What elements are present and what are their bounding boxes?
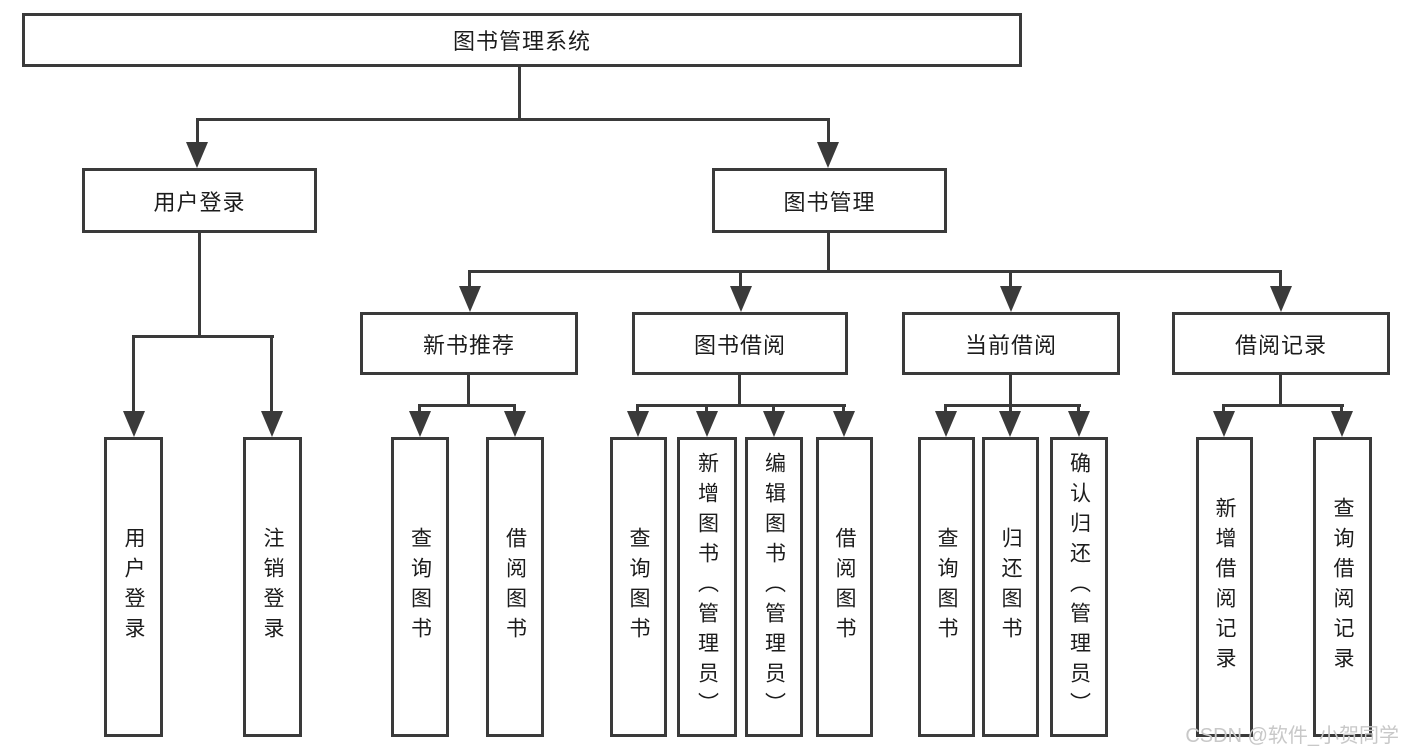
node-current-borrow: 当前借阅 [902, 312, 1120, 375]
connector-bookmgmt-drop [468, 270, 471, 290]
node-borrow-records-label: 借阅记录 [1234, 332, 1327, 358]
arrow-down-icon [1213, 411, 1235, 437]
leaf-rec-query-books: 查询图书 [391, 437, 449, 737]
node-current-borrow-label: 当前借阅 [964, 332, 1057, 358]
leaf-confirm-return-admin: 确认归还（管理员） [1050, 437, 1108, 737]
arrow-down-icon [833, 411, 855, 437]
leaf-query-borrow-record: 查询借阅记录 [1313, 437, 1372, 737]
node-new-book-rec-label: 新书推荐 [422, 332, 515, 358]
connector-root-bar [196, 118, 830, 121]
arrow-down-icon [261, 411, 283, 437]
leaf-add-book-admin: 新增图书（管理员） [677, 437, 737, 737]
connector-borrow-stem [738, 375, 741, 406]
arrow-down-icon [459, 286, 481, 312]
connector-current-bar [944, 404, 1081, 407]
connector-borrow-drop [636, 404, 639, 415]
node-user-login: 用户登录 [82, 168, 317, 233]
arrow-down-icon [1270, 286, 1292, 312]
connector-bookmgmt-bar [468, 270, 1281, 273]
node-book-borrow: 图书借阅 [632, 312, 848, 375]
arrow-down-icon [999, 411, 1021, 437]
connector-current-drop [944, 404, 947, 415]
connector-current-stem [1009, 375, 1012, 406]
node-root-label: 图书管理系统 [452, 29, 591, 54]
leaf-user-login: 用户登录 [104, 437, 163, 737]
leaf-return-book: 归还图书 [982, 437, 1039, 737]
leaf-rec-borrow-books-label: 借阅图书 [503, 527, 527, 647]
leaf-user-login-label: 用户登录 [122, 527, 145, 647]
arrow-down-icon [763, 411, 785, 437]
node-borrow-records: 借阅记录 [1172, 312, 1390, 375]
connector-userlogin-stem [198, 233, 201, 337]
leaf-return-book-label: 归还图书 [999, 527, 1022, 647]
leaf-add-borrow-record: 新增借阅记录 [1196, 437, 1253, 737]
arrow-down-icon [627, 411, 649, 437]
connector-records-stem [1279, 375, 1282, 406]
arrow-down-icon [696, 411, 718, 437]
connector-bookmgmt-stem [827, 233, 830, 272]
node-new-book-rec: 新书推荐 [360, 312, 578, 375]
connector-rec-drop [418, 404, 421, 415]
connector-rec-stem [467, 375, 470, 406]
connector-rec-drop [513, 404, 516, 415]
node-book-mgmt-label: 图书管理 [783, 189, 876, 215]
leaf-current-query-books: 查询图书 [918, 437, 975, 737]
node-book-mgmt: 图书管理 [712, 168, 947, 233]
leaf-logout: 注销登录 [243, 437, 302, 737]
connector-bookmgmt-drop [739, 270, 742, 290]
connector-bookmgmt-drop [1009, 270, 1012, 290]
leaf-borrow-query-books-label: 查询图书 [627, 527, 650, 647]
leaf-current-query-books-label: 查询图书 [935, 527, 958, 647]
arrow-down-icon [1331, 411, 1353, 437]
arrow-down-icon [935, 411, 957, 437]
leaf-borrow-borrow-books-label: 借阅图书 [833, 527, 856, 647]
connector-records-drop [1340, 404, 1343, 415]
csdn-watermark: CSDN @软件_小贺同学 [1185, 725, 1399, 747]
connector-root-stem [518, 67, 521, 121]
arrow-down-icon [1000, 286, 1022, 312]
leaf-borrow-borrow-books: 借阅图书 [816, 437, 873, 737]
arrow-down-icon [186, 142, 208, 168]
connector-current-drop [1077, 404, 1080, 415]
leaf-borrow-query-books: 查询图书 [610, 437, 667, 737]
node-book-borrow-label: 图书借阅 [693, 332, 786, 358]
arrow-down-icon [409, 411, 431, 437]
arrow-down-icon [730, 286, 752, 312]
leaf-rec-borrow-books: 借阅图书 [486, 437, 544, 737]
arrow-down-icon [123, 411, 145, 437]
connector-userlogin-drop [132, 335, 135, 415]
arrow-down-icon [504, 411, 526, 437]
connector-borrow-bar [636, 404, 846, 407]
connector-userlogin-bar [132, 335, 274, 338]
connector-borrow-drop [842, 404, 845, 415]
connector-borrow-drop [772, 404, 775, 415]
arrow-down-icon [1068, 411, 1090, 437]
connector-records-bar [1222, 404, 1344, 407]
leaf-edit-book-admin-label: 编辑图书（管理员） [762, 452, 786, 722]
connector-root-left-drop [196, 118, 199, 146]
leaf-add-book-admin-label: 新增图书（管理员） [695, 452, 719, 722]
leaf-logout-label: 注销登录 [261, 527, 284, 647]
connector-records-drop [1222, 404, 1225, 415]
leaf-query-borrow-record-label: 查询借阅记录 [1331, 497, 1354, 677]
node-user-login-label: 用户登录 [153, 189, 246, 215]
connector-bookmgmt-drop [1279, 270, 1282, 290]
connector-current-drop [1009, 404, 1012, 415]
node-root: 图书管理系统 [22, 13, 1022, 67]
connector-rec-bar [418, 404, 516, 407]
leaf-edit-book-admin: 编辑图书（管理员） [745, 437, 803, 737]
arrow-down-icon [817, 142, 839, 168]
connector-borrow-drop [705, 404, 708, 415]
leaf-add-borrow-record-label: 新增借阅记录 [1213, 497, 1236, 677]
connector-root-right-drop [827, 118, 830, 146]
leaf-confirm-return-admin-label: 确认归还（管理员） [1067, 452, 1091, 722]
leaf-rec-query-books-label: 查询图书 [408, 527, 432, 647]
connector-userlogin-drop [270, 335, 273, 415]
